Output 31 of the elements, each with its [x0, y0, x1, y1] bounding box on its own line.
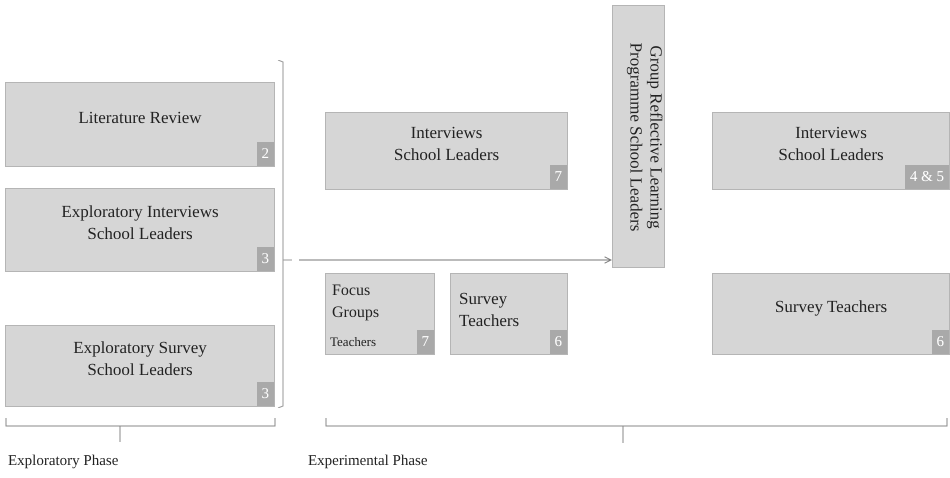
arrow: [298, 256, 612, 264]
chapter-number-badge: 6: [550, 330, 567, 354]
chapter-number-badge: 7: [416, 330, 434, 354]
step-label: Literature Review: [78, 106, 202, 128]
step-box: [5, 325, 275, 407]
phase-label: Exploratory Phase: [8, 452, 118, 471]
step-box: [325, 112, 568, 190]
step-label: Group Reflective Learning Programme School Leaders: [625, 41, 665, 233]
chapter-number-badge: 3: [256, 246, 274, 271]
step-label: Survey Teachers: [774, 296, 888, 318]
step-label: Survey Teachers: [459, 288, 520, 332]
step-label: Interviews School Leaders: [392, 122, 500, 166]
step-label: Interviews School Leaders: [777, 122, 885, 166]
chapter-number-badge: 2: [256, 142, 274, 166]
chapter-number-badge: 7: [550, 164, 567, 189]
step-label: Focus Groups: [332, 281, 380, 323]
step-sublabel: Teachers: [330, 332, 376, 350]
step-box: [612, 5, 665, 268]
chapter-number-badge: 6: [932, 330, 949, 354]
step-box: [5, 82, 275, 167]
step-box: [712, 112, 950, 190]
step-label: Exploratory Interviews School Leaders: [60, 201, 220, 245]
step-box: [5, 188, 275, 272]
chapter-number-badge: 3: [256, 382, 274, 406]
step-box: [325, 273, 435, 355]
step-label: Exploratory Survey School Leaders: [72, 337, 208, 381]
phase-bracket: [277, 60, 293, 408]
chapter-number-badge: 4 & 5: [904, 164, 949, 189]
phase-label: Experimental Phase: [308, 452, 428, 471]
step-box: [712, 273, 950, 355]
step-box: [450, 273, 568, 355]
